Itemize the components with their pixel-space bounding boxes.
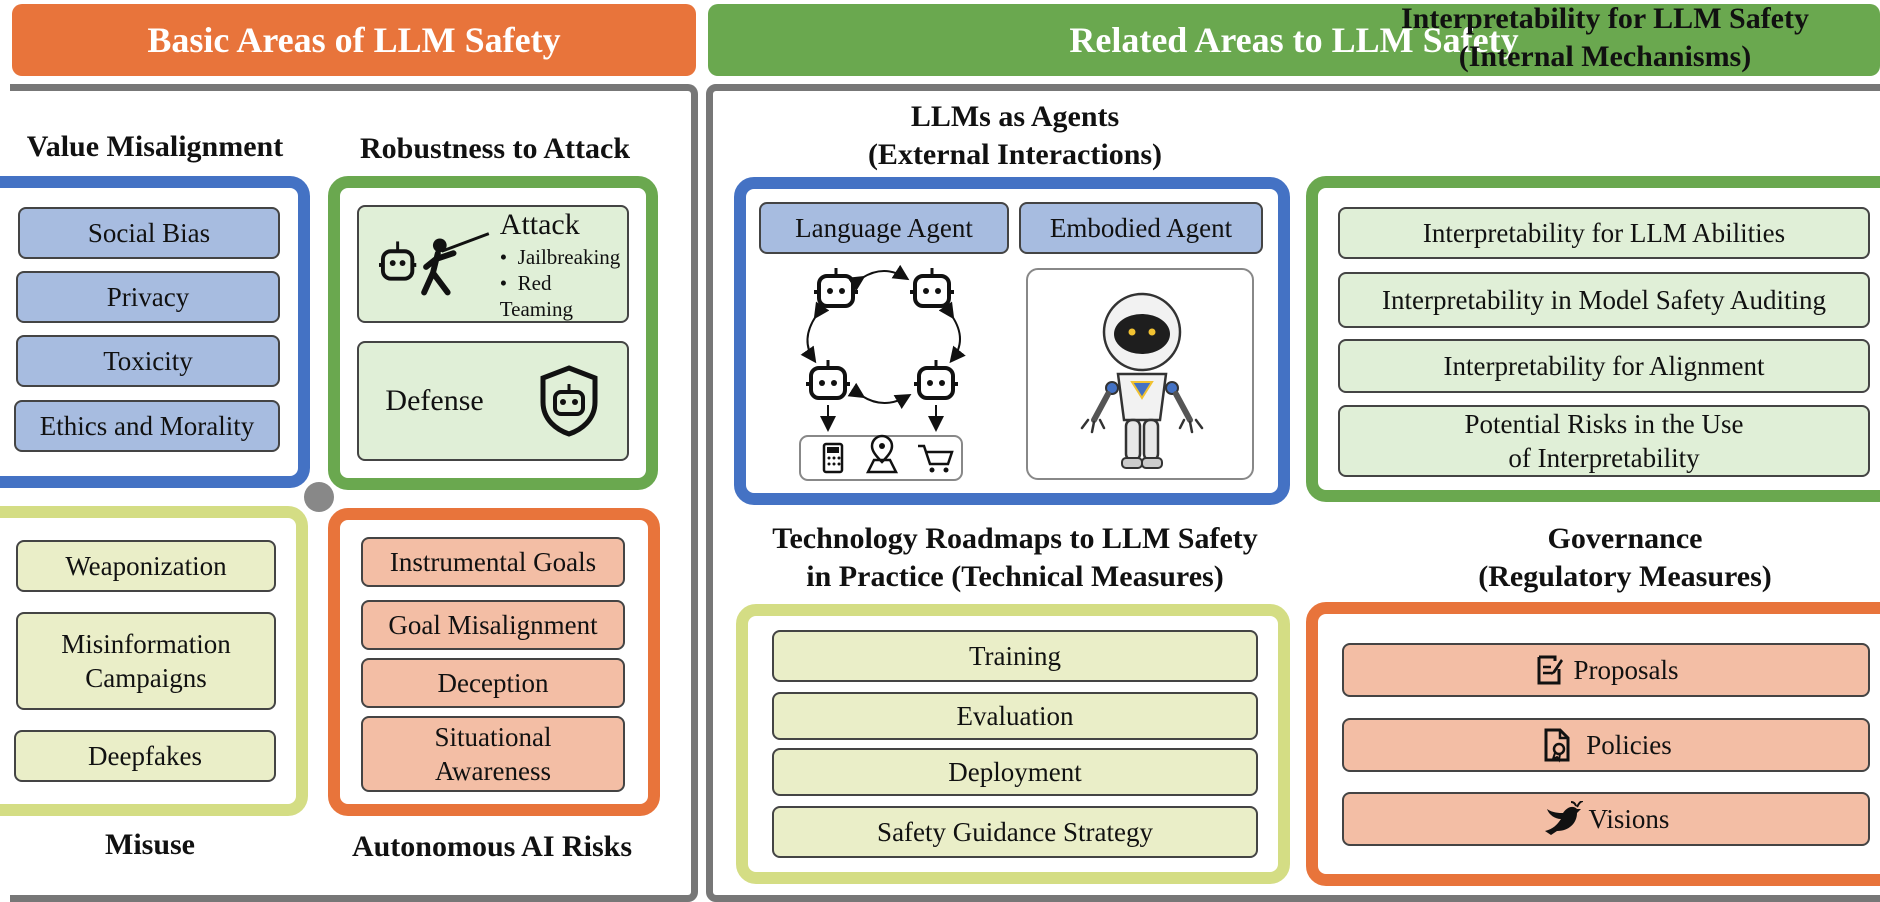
robustness-group (328, 176, 658, 490)
roadmaps-group (736, 604, 1290, 884)
interp-item-alignment: Interpretability for Alignment (1338, 339, 1870, 393)
language-agent-diagram (799, 264, 966, 481)
roadmap-item-deployment: Deployment (772, 748, 1258, 796)
defense-label: Defense (385, 384, 484, 417)
roadmaps-title: Technology Roadmaps to LLM Safety in Pra… (730, 520, 1300, 596)
interpretability-group (1306, 176, 1880, 502)
center-dot (304, 482, 334, 512)
value-item-toxicity: Toxicity (16, 335, 280, 387)
defense-box: Defense (357, 341, 629, 461)
embodied-agent-card (1026, 268, 1254, 480)
roadmap-item-evaluation: Evaluation (772, 692, 1258, 740)
policies-label: Policies (1586, 730, 1672, 760)
robustness-title: Robustness to Attack (359, 132, 631, 165)
agent-robot-icon-4 (912, 358, 960, 400)
shopping-cart-icon (918, 444, 954, 473)
related-areas-header-text: Related Areas to LLM Safety (1069, 20, 1519, 60)
calculator-icon (822, 442, 844, 474)
attack-label: Attack (499, 208, 580, 241)
basic-areas-header-text: Basic Areas of LLM Safety (147, 20, 561, 60)
attack-box: Attack • Jailbreaking • Red Teaming (357, 205, 629, 323)
roadmap-item-safety-guidance: Safety Guidance Strategy (772, 806, 1258, 858)
related-areas-header: Related Areas to LLM Safety (708, 4, 1880, 76)
roadmaps-title-line1: Technology Roadmaps to LLM Safety (772, 522, 1258, 555)
roadmap-item-training: Training (772, 630, 1258, 682)
agent-robot-icon-3 (804, 358, 852, 400)
attack-bullet-red-teaming: Red Teaming (499, 271, 573, 321)
interp-item-risks: Potential Risks in the Use of Interpreta… (1338, 405, 1870, 477)
governance-title-line1: Governance (1547, 522, 1703, 555)
misuse-item-weaponization: Weaponization (16, 540, 276, 592)
document-edit-icon (1537, 655, 1564, 685)
agents-title: LLMs as Agents (External Interactions) (730, 98, 1300, 174)
autonomous-group (328, 508, 660, 816)
interp-item-auditing: Interpretability in Model Safety Auditin… (1338, 272, 1870, 328)
autonomous-item-situational: Situational Awareness (361, 716, 625, 792)
attack-bullet-1: • Jailbreaking (499, 245, 621, 269)
governance-title-line2: (Regulatory Measures) (1478, 560, 1772, 593)
attack-bullet-2: • Red Teaming (499, 271, 573, 321)
agents-group (734, 177, 1290, 505)
left-panel (10, 84, 698, 902)
agents-title-line2: (External Interactions) (867, 138, 1163, 171)
map-pin-icon (865, 434, 899, 474)
interpretability-title-line2: (Internal Mechanisms) (1458, 40, 1752, 73)
interpretability-title-line1: Interpretability for LLM Safety (1400, 2, 1809, 35)
autonomous-item-goal-misalignment: Goal Misalignment (361, 600, 625, 650)
governance-item-visions: Visions (1342, 792, 1870, 846)
language-agent-tab: Language Agent (759, 202, 1009, 254)
agent-robot-icon-1 (812, 266, 860, 308)
value-item-privacy: Privacy (16, 271, 280, 323)
roadmaps-title-line2: in Practice (Technical Measures) (806, 560, 1224, 593)
autonomous-item-instrumental: Instrumental Goals (361, 537, 625, 587)
misuse-group (0, 506, 308, 816)
robot-attacker-icon (379, 232, 490, 296)
value-item-social-bias: Social Bias (18, 207, 280, 259)
proposals-label: Proposals (1573, 655, 1679, 685)
interp-item-abilities: Interpretability for LLM Abilities (1338, 207, 1870, 259)
agent-robot-icon-2 (908, 266, 956, 308)
interpretability-title: Interpretability for LLM Safety (Interna… (1320, 0, 1880, 76)
humanoid-robot-icon (1080, 292, 1204, 469)
misuse-item-misinformation: Misinformation Campaigns (16, 612, 276, 710)
autonomous-title: Autonomous AI Risks (351, 830, 633, 863)
value-item-ethics: Ethics and Morality (14, 400, 280, 452)
attack-bullet-jailbreaking: Jailbreaking (517, 245, 621, 269)
autonomous-item-deception: Deception (361, 658, 625, 708)
visions-label: Visions (1588, 804, 1670, 834)
right-panel (706, 84, 1880, 902)
value-misalignment-group (0, 176, 310, 488)
governance-group (1306, 602, 1880, 886)
governance-item-policies: Policies (1342, 718, 1870, 772)
governance-item-proposals: Proposals (1342, 643, 1870, 697)
basic-areas-header: Basic Areas of LLM Safety (12, 4, 696, 76)
misuse-title: Misuse (105, 828, 195, 861)
governance-title: Governance (Regulatory Measures) (1360, 520, 1880, 596)
embodied-agent-tab: Embodied Agent (1019, 202, 1263, 254)
attack-text: Attack • Jailbreaking • Red Teaming (500, 206, 627, 322)
dove-icon (1544, 801, 1583, 835)
misuse-item-deepfakes: Deepfakes (14, 730, 276, 782)
value-misalignment-title: Value Misalignment (26, 130, 284, 163)
policy-document-icon (1544, 728, 1570, 763)
shield-robot-icon (540, 365, 598, 437)
agents-title-line1: LLMs as Agents (910, 100, 1120, 133)
